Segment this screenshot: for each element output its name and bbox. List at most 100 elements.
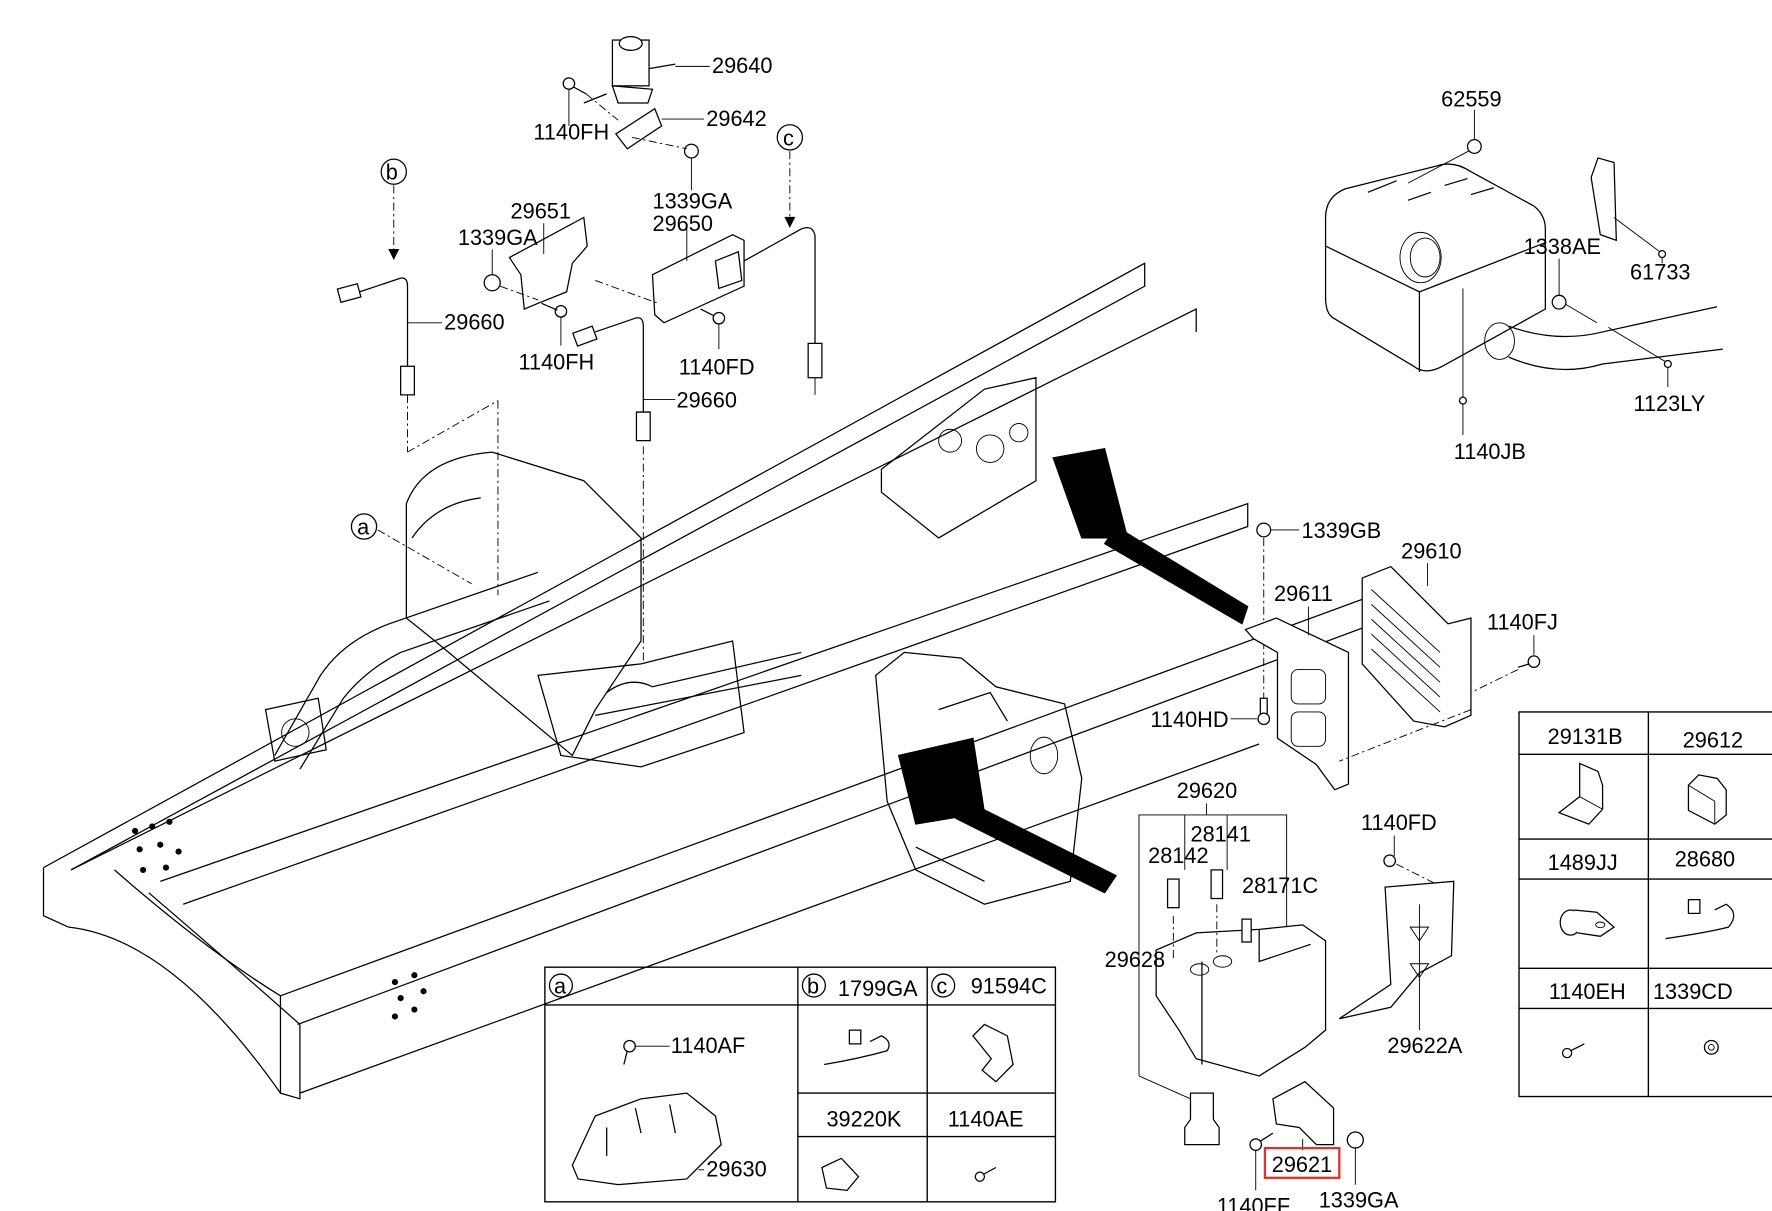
table-a-header: a	[548, 973, 573, 999]
label-28171c[interactable]: 28171C	[1242, 873, 1318, 898]
part-61733: 61733	[1590, 157, 1691, 284]
table-a-marker: a	[554, 974, 567, 999]
table-b-header: b 1799GA	[801, 973, 918, 1001]
label-1339ga-bottom[interactable]: 1339GA	[1319, 1188, 1399, 1211]
label-1140fj[interactable]: 1140FJ	[1487, 610, 1558, 635]
table-b-marker: b	[807, 974, 819, 999]
marker-b[interactable]: b	[380, 158, 407, 260]
label-29622a[interactable]: 29622A	[1387, 1033, 1462, 1058]
table-row2-left[interactable]: 39220K	[826, 1106, 901, 1131]
part-29660-mid-sensor: 29660	[572, 317, 737, 664]
label-1339ga-left[interactable]: 1339GA	[458, 225, 538, 250]
cable-tie-icon	[1665, 899, 1735, 940]
part-29610-ecu: 29610	[1361, 539, 1472, 728]
legend-1339cd[interactable]: 1339CD	[1653, 979, 1733, 1004]
urea-tank	[875, 651, 1083, 905]
part-29660-left-sensor: 29660	[336, 277, 505, 596]
label-1140ff[interactable]: 1140FF	[1217, 1193, 1290, 1211]
table-b-part[interactable]: 1799GA	[838, 976, 918, 1001]
legend-29612[interactable]: 29612	[1683, 727, 1743, 752]
label-61733[interactable]: 61733	[1630, 259, 1690, 284]
part-1140hd: 1140HD	[1150, 697, 1271, 732]
part-28171c: 28171C	[1242, 873, 1318, 898]
label-29630[interactable]: 29630	[706, 1157, 766, 1182]
part-29620-pump-assembly: 29620	[1138, 778, 1327, 1077]
label-1140af[interactable]: 1140AF	[671, 1033, 746, 1058]
part-29650-module: 29650	[651, 211, 823, 395]
part-29622a-bracket: 29622A	[1338, 880, 1463, 1058]
label-29660-mid[interactable]: 29660	[677, 387, 737, 412]
marker-c[interactable]: c	[776, 124, 804, 228]
part-29642-bracket: 29642	[614, 106, 767, 150]
part-1338ae: 1338AE	[1524, 234, 1601, 324]
marker-b-text: b	[386, 160, 398, 185]
part-29640-valve: 29640	[583, 35, 772, 104]
label-29640[interactable]: 29640	[712, 53, 772, 78]
label-62559[interactable]: 62559	[1441, 86, 1501, 111]
label-1140fh-top[interactable]: 1140FH	[533, 120, 609, 145]
part-muffler-assembly	[1324, 163, 1723, 372]
bolt-icon	[974, 1166, 997, 1182]
legend-1140eh[interactable]: 1140EH	[1549, 979, 1626, 1004]
legend-28680[interactable]: 28680	[1675, 846, 1735, 871]
label-29628[interactable]: 29628	[1105, 947, 1165, 972]
label-29611[interactable]: 29611	[1274, 581, 1333, 606]
label-1140hd[interactable]: 1140HD	[1150, 707, 1228, 732]
table-row2-right[interactable]: 1140AE	[948, 1106, 1024, 1131]
part-1140fj: 1140FJ	[1339, 610, 1558, 762]
part-28142: 28142	[1148, 843, 1209, 962]
part-1339ga-bottom: 1339GA	[1319, 1131, 1399, 1211]
part-1123ly: 1123LY	[1608, 326, 1706, 416]
label-28142[interactable]: 28142	[1148, 843, 1208, 868]
table-c-part[interactable]: 91594C	[971, 974, 1047, 999]
label-1339gb[interactable]: 1339GB	[1302, 518, 1382, 543]
label-28141[interactable]: 28141	[1190, 821, 1250, 846]
nut-icon	[1703, 1039, 1719, 1055]
table-right-legend: 29131B 29612 1489JJ 28680 1140EH 1339CD	[1518, 711, 1772, 1098]
clamp-icon	[1559, 909, 1616, 937]
legend-29131b[interactable]: 29131B	[1548, 724, 1623, 749]
label-29621[interactable]: 29621	[1272, 1152, 1332, 1177]
label-29660-left[interactable]: 29660	[444, 310, 504, 335]
wiring-harness	[897, 448, 1249, 894]
label-1140fd-right[interactable]: 1140FD	[1361, 810, 1437, 835]
part-29651-bracket: 29651	[508, 199, 659, 310]
table-c-marker: c	[936, 974, 947, 999]
table-abc: a b 1799GA c 91594C 1140AF 29630	[544, 966, 1057, 1203]
marker-a-text: a	[357, 515, 370, 540]
part-1140jb: 1140JB	[1454, 288, 1526, 464]
part-28141: 28141	[1190, 821, 1251, 956]
label-1339ga-top[interactable]: 1339GA	[652, 188, 732, 213]
label-29642[interactable]: 29642	[706, 106, 766, 131]
label-29651[interactable]: 29651	[511, 199, 571, 224]
label-29650[interactable]: 29650	[652, 211, 712, 236]
clip-icon	[972, 1023, 1014, 1083]
label-29610[interactable]: 29610	[1401, 539, 1461, 564]
part-1339gb: 1339GB	[1256, 518, 1382, 699]
cover-icon	[1687, 774, 1727, 825]
legend-1489jj[interactable]: 1489JJ	[1548, 850, 1618, 875]
marker-c-text: c	[783, 125, 794, 150]
part-29611-bracket: 29611	[1244, 581, 1350, 791]
part-62559: 62559	[1407, 86, 1502, 184]
label-1140jb[interactable]: 1140JB	[1454, 439, 1526, 464]
label-29620[interactable]: 29620	[1177, 778, 1237, 803]
bolt-icon	[1561, 1043, 1585, 1059]
marker-a[interactable]: a	[350, 513, 472, 585]
part-1339ga-top: 1339GA	[631, 136, 733, 213]
highlight-box	[1263, 1146, 1341, 1179]
bracket-icon	[1557, 762, 1604, 825]
label-1140fd-top[interactable]: 1140FD	[679, 354, 755, 379]
part-1140fd-right: 1140FD	[1361, 810, 1443, 888]
label-1140fh-mid[interactable]: 1140FH	[519, 350, 595, 375]
label-1123ly[interactable]: 1123LY	[1633, 391, 1705, 416]
part-29628: 29628	[1105, 947, 1220, 1146]
part-1339ga-left: 1339GA	[458, 225, 539, 301]
part-1140fd-top: 1140FD	[679, 308, 755, 379]
connector-icon	[821, 1157, 860, 1192]
label-1338ae[interactable]: 1338AE	[1524, 234, 1601, 259]
part-29621-bracket: 29621	[1263, 1080, 1341, 1179]
part-1140fh-mid: 1140FH	[519, 302, 595, 375]
cable-tie-icon	[824, 1029, 890, 1066]
